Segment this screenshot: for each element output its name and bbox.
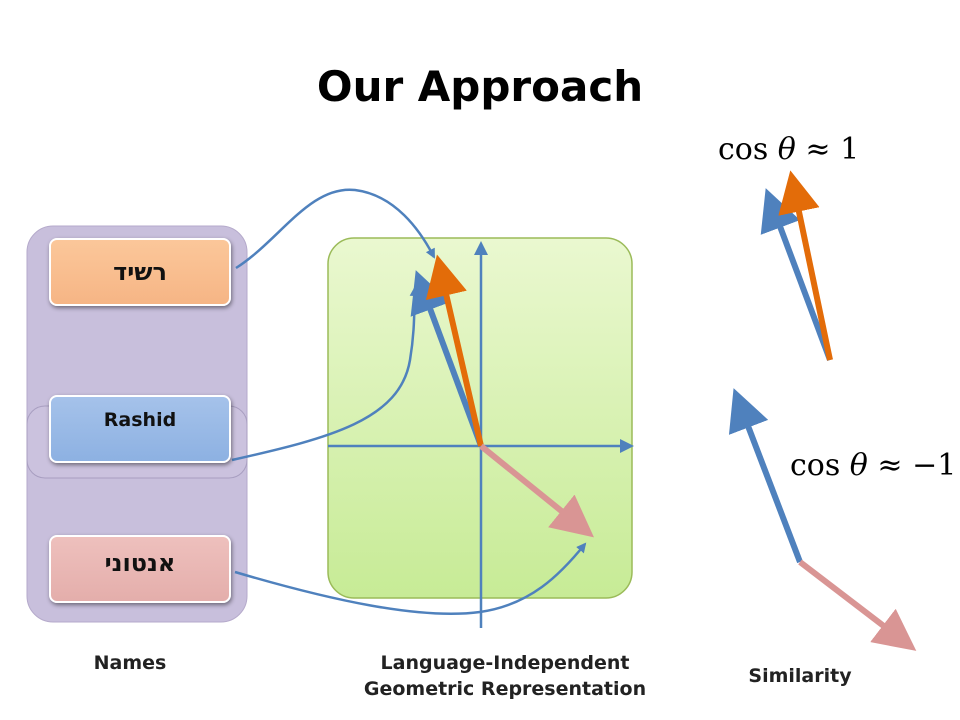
representation-label: Language-Independent Geometric Represent… [330, 650, 680, 702]
opposite-vector-blue [728, 388, 803, 564]
name-rashid: Rashid [103, 409, 177, 431]
name-hebrew-rashid: רשיד [113, 258, 167, 286]
representation-label-line2: Geometric Representation [363, 678, 647, 700]
similar-vector-orange [778, 170, 833, 361]
vector-antoni [479, 443, 595, 538]
names-label: Names [93, 652, 167, 674]
mapping-arrow-rashid-english [231, 286, 420, 462]
similarity-label: Similarity [748, 665, 852, 687]
name-box-hebrew-rashid: רשיד [49, 238, 231, 306]
similar-vector-blue [760, 188, 833, 362]
page-title: Our Approach [316, 62, 644, 111]
vector-rashid-english [410, 270, 484, 448]
representation-label-line1: Language-Independent [380, 652, 630, 674]
mapping-arrow-antoni [234, 542, 587, 615]
name-box-rashid: Rashid [49, 395, 231, 463]
mapping-arrow-rashid-hebrew [235, 188, 436, 270]
opposite-vector-pink [798, 559, 917, 651]
vector-rashid-hebrew [425, 254, 484, 447]
name-box-hebrew-antoni: אנטוני [49, 535, 231, 603]
name-hebrew-antoni: אנטוני [104, 549, 176, 577]
equation-opposite: cos θ ≈ −1 [790, 448, 957, 483]
equation-similar: cos θ ≈ 1 [718, 132, 860, 167]
